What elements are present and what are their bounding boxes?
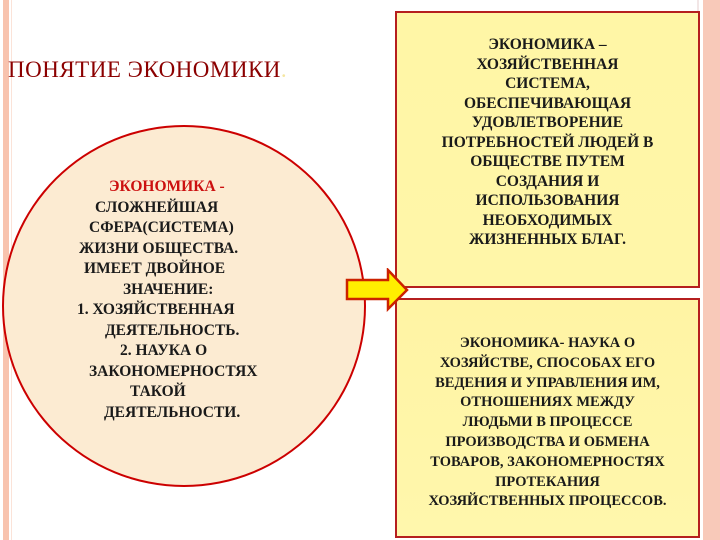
definition-box-system: ЭКОНОМИКА – ХОЗЯЙСТВЕННАЯ СИСТЕМА, ОБЕСП…: [395, 11, 700, 288]
circle-line: ЭКОНОМИКА -: [109, 178, 225, 195]
box-line: ОТНОШЕНИЯХ МЕЖДУ: [460, 394, 635, 411]
circle-line: ИМЕЕТ ДВОЙНОЕ: [84, 260, 226, 277]
box-line: ЛЮДЬМИ В ПРОЦЕССЕ: [462, 414, 633, 431]
circle-line: ДЕЯТЕЛЬНОСТЬ.: [105, 321, 240, 339]
circle-line: ЖИЗНИ ОБЩЕСТВА.: [79, 239, 239, 257]
box-line: УДОВЛЕТВОРЕНИЕ: [471, 114, 624, 131]
box-line: ОБЕСПЕЧИВАЮЩАЯ: [463, 94, 632, 112]
box-line: ПРОИЗВОДСТВА И ОБМЕНА: [445, 433, 650, 450]
box-line: СОЗДАНИЯ И: [495, 172, 600, 190]
circle-text: ЭКОНОМИКА - СЛОЖНЕЙШАЯ СФЕРА(СИСТЕМА) ЖИ…: [60, 177, 310, 423]
box-line: ЭКОНОМИКА –: [488, 36, 607, 53]
box-line: ИСПОЛЬЗОВАНИЯ: [475, 192, 620, 209]
definition-box-science: ЭКОНОМИКА- НАУКА О ХОЗЯЙСТВЕ, СПОСОБАХ Е…: [395, 298, 700, 538]
slide-title-dot: .: [280, 57, 288, 82]
right-decorative-strip: [703, 0, 720, 540]
box-line: ВЕДЕНИЯ И УПРАВЛЕНИЯ ИМ,: [435, 374, 660, 391]
box-line: ПОТРЕБНОСТЕЙ ЛЮДЕЙ В: [441, 133, 654, 151]
box-line: ЭКОНОМИКА- НАУКА О: [459, 335, 636, 351]
circle-line: 2. НАУКА О: [120, 342, 208, 359]
circle-line: 1. ХОЗЯЙСТВЕННАЯ: [77, 301, 235, 318]
box-line: ЖИЗНЕННЫХ БЛАГ.: [469, 231, 626, 248]
box-line: ТОВАРОВ, ЗАКОНОМЕРНОСТЯХ: [430, 453, 665, 470]
circle-line: ЗАКОНОМЕРНОСТЯХ: [89, 362, 258, 380]
slide-title-text: ПОНЯТИЕ ЭКОНОМИКИ: [8, 57, 281, 82]
box-line: ХОЗЯЙСТВЕ, СПОСОБАХ ЕГО: [439, 354, 656, 371]
right-decorative-line: [697, 0, 699, 11]
definition-circle: [2, 125, 366, 487]
box-line: СИСТЕМА,: [505, 75, 590, 92]
box-line: ОБЩЕСТВЕ ПУТЕМ: [470, 153, 625, 170]
circle-line: ТАКОЙ: [130, 383, 186, 400]
slide-title: ПОНЯТИЕ ЭКОНОМИКИ.: [8, 57, 287, 83]
box-line: ПРОТЕКАНИЯ: [495, 473, 600, 490]
right-arrow-icon: [345, 268, 409, 312]
circle-line: ДЕЯТЕЛЬНОСТИ.: [104, 403, 241, 421]
box-line: НЕОБХОДИМЫХ: [482, 211, 613, 229]
circle-line: ЗНАЧЕНИЕ:: [123, 280, 214, 298]
box-line: ХОЗЯЙСТВЕННЫХ ПРОЦЕССОВ.: [428, 493, 667, 510]
circle-line: СЛОЖНЕЙШАЯ: [95, 198, 219, 216]
circle-line: СФЕРА(СИСТЕМА): [89, 219, 234, 236]
box-line: ХОЗЯЙСТВЕННАЯ: [476, 55, 619, 73]
